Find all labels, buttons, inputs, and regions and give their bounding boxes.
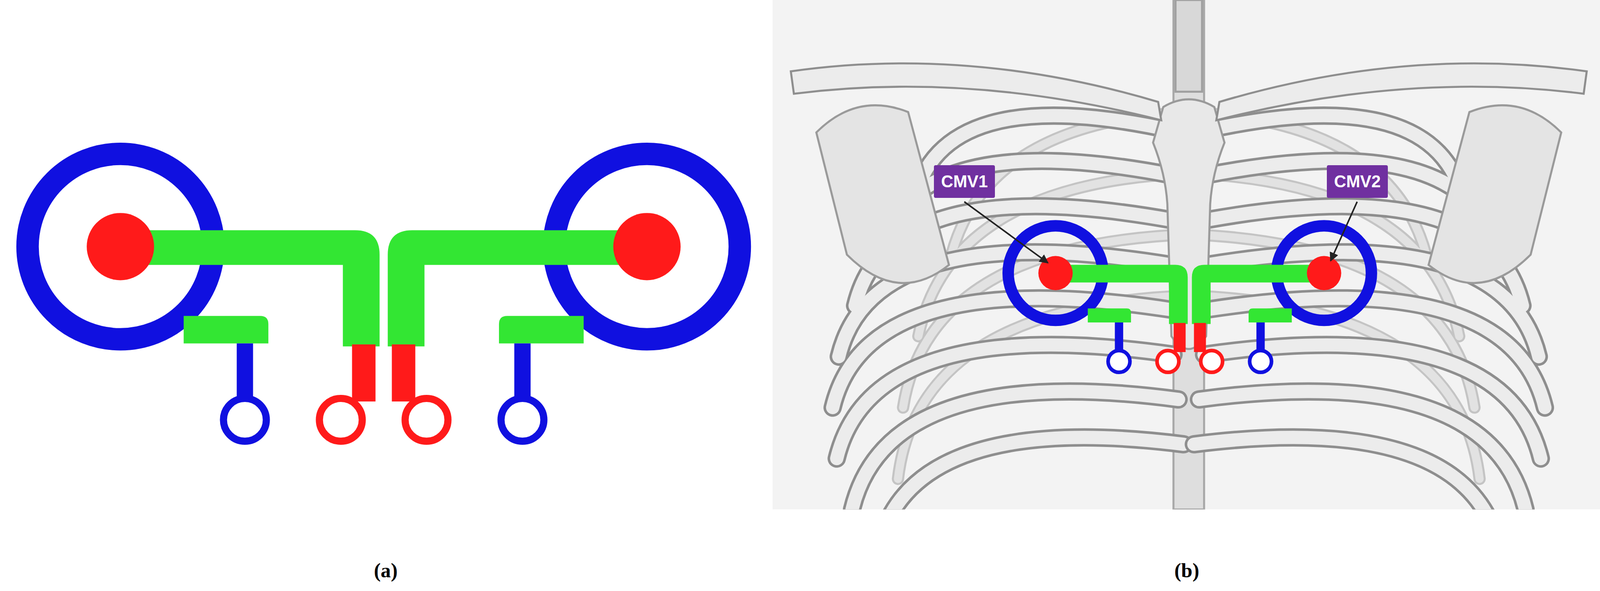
rib-cage-illustration <box>772 0 1600 510</box>
leader-line <box>964 201 1048 263</box>
callout-box: CMV1 <box>933 165 995 199</box>
electrode-layout <box>27 153 740 442</box>
panel-label: (a) <box>373 559 398 583</box>
callout-text: CMV2 <box>1333 171 1381 192</box>
leader-line <box>1330 201 1358 262</box>
callout-text: CMV1 <box>940 171 988 192</box>
callout-box: CMV2 <box>1326 165 1388 199</box>
electrode-overlay <box>1008 225 1372 373</box>
panel-label: (b) <box>1174 559 1200 583</box>
